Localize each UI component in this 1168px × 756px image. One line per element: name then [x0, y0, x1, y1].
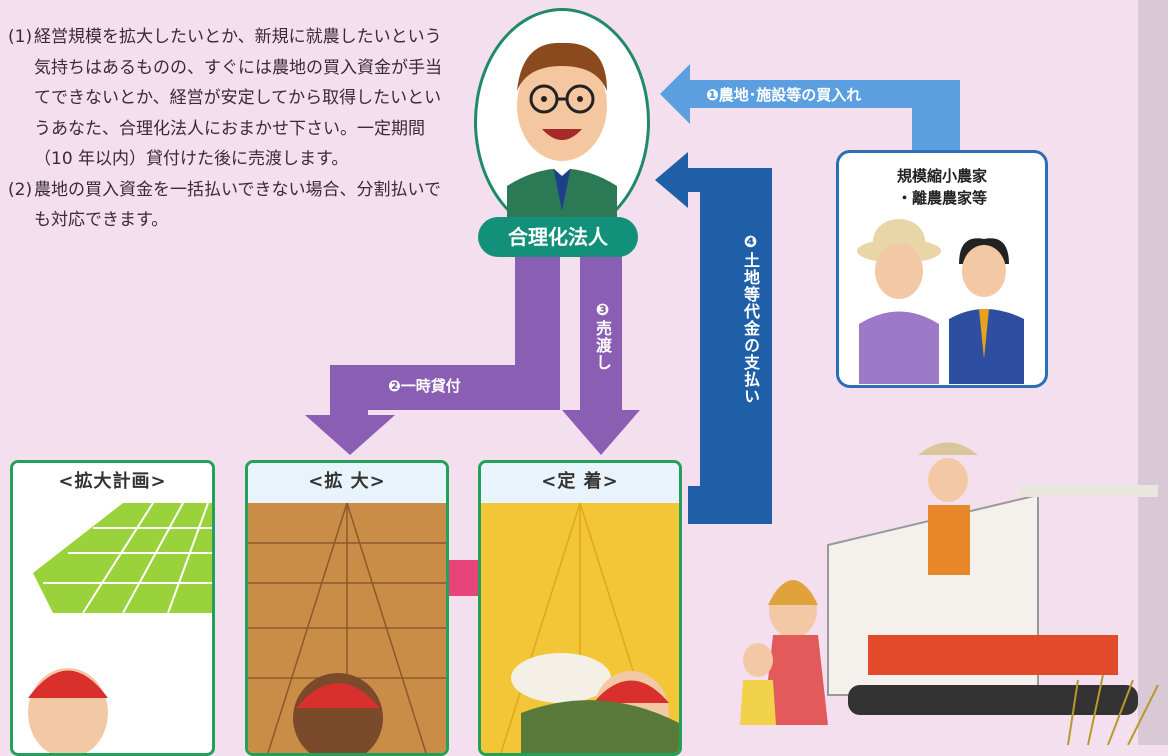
settled-field-image — [481, 463, 679, 753]
settle-panel-title: <定 着> — [541, 471, 619, 492]
payment-label: ❹土地等代金の支払い — [741, 232, 760, 405]
purchase-arrow — [660, 64, 960, 152]
intro-item-1: (1) 経営規模を拡大したいとか、新規に就農したいという気持ちはあるものの、すぐ… — [8, 22, 448, 175]
retiring-farmers-box: 規模縮小農家 ・離農農家等 — [836, 150, 1048, 388]
lease-arrow — [305, 255, 560, 455]
elderly-farmer-and-businessman-icon — [857, 219, 1024, 384]
rice-field-plan-image — [13, 463, 212, 753]
intro-text: (1) 経営規模を拡大したいとか、新規に就農したいという気持ちはあるものの、すぐ… — [8, 22, 448, 236]
intro-item-1-text: 経営規模を拡大したいとか、新規に就農したいという気持ちはあるものの、すぐには農地… — [34, 27, 442, 169]
corp-bubble — [474, 8, 650, 236]
right-page-edge — [1138, 0, 1168, 745]
man-with-glasses-icon — [507, 42, 617, 233]
plan-panel-title: <拡大計画> — [58, 471, 167, 492]
purchase-label: ❶農地･施設等の買入れ — [706, 86, 862, 104]
intro-item-2-number: (2) — [8, 179, 33, 200]
retiring-farmers-line2: ・離農農家等 — [896, 189, 987, 207]
retiring-farmers-line1: 規模縮小農家 — [896, 167, 987, 185]
expand-panel: <拡 大> — [245, 460, 449, 756]
lease-label: ❷一時貸付 — [388, 377, 461, 395]
settle-panel: <定 着> — [478, 460, 682, 756]
sale-label: ❸売渡し — [593, 300, 612, 371]
sale-arrow — [562, 255, 640, 455]
intro-item-1-number: (1) — [8, 27, 33, 47]
intro-item-2: (2) 農地の買入資金を一括払いできない場合、分割払いでも対応できます。 — [8, 175, 448, 236]
expand-panel-title: <拡 大> — [308, 471, 386, 492]
combine-harvester-icon — [740, 442, 1159, 745]
retiring-farmers-title: 規模縮小農家 ・離農農家等 — [839, 165, 1045, 209]
corp-label: 合理化法人 — [478, 217, 638, 257]
intro-item-2-text: 農地の買入資金を一括払いできない場合、分割払いでも対応できます。 — [34, 179, 441, 231]
payment-arrow — [655, 152, 772, 524]
plan-panel: <拡大計画> — [10, 460, 215, 756]
expanded-field-image — [248, 463, 446, 753]
